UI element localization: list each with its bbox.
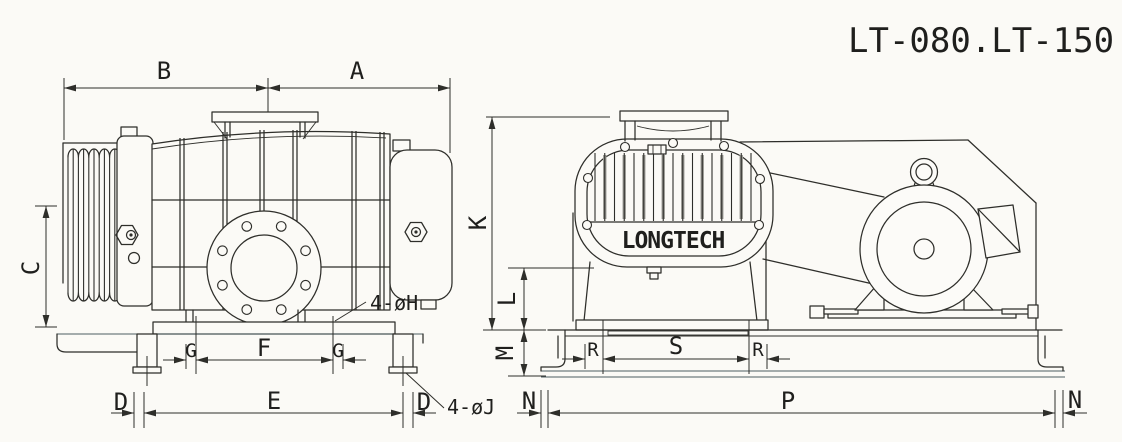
dim-label-g-right: G <box>332 340 343 362</box>
front-dimensions: K L M R S R N <box>464 116 1087 428</box>
dim-label-f: F <box>257 334 271 362</box>
inlet-flange-front <box>619 110 729 142</box>
breather-fitting <box>647 144 667 155</box>
dim-label-c: C <box>17 261 45 275</box>
belt-lines <box>755 169 885 285</box>
dim-label-l: L <box>493 292 521 306</box>
gear-cover <box>115 126 154 307</box>
dim-label-d-right: D <box>417 388 431 416</box>
dim-label-g-left: G <box>185 340 196 362</box>
drain-plug <box>646 266 662 274</box>
dim-label-s: S <box>669 332 683 360</box>
dim-label-p: P <box>781 387 795 415</box>
dim-label-k: K <box>464 215 492 230</box>
brand-nameplate: LONGTECH <box>622 228 725 254</box>
dim-label-d-left: D <box>114 388 128 416</box>
dim-label-n-left: N <box>522 387 536 415</box>
base-frame-front <box>540 329 1065 378</box>
front-view: LONGTECH <box>464 110 1087 428</box>
side-view: B A C G F G 4-øH <box>17 57 495 428</box>
dim-label-n-right: N <box>1068 386 1082 414</box>
guard-flap <box>977 204 1021 259</box>
pulley-grooves <box>67 149 121 301</box>
dim-label-e: E <box>267 387 281 415</box>
side-dimensions: B A C G F G 4-øH <box>17 57 495 428</box>
model-title: LT-080.LT-150 <box>848 21 1114 61</box>
inlet-flange-side <box>211 111 319 140</box>
cooling-fins <box>594 153 752 221</box>
base-frame-side <box>56 333 424 386</box>
casing-rim-bolts <box>581 137 766 231</box>
side-extension-lines <box>62 78 451 284</box>
dim-label-b: B <box>157 57 171 85</box>
blower-casing-front: LONGTECH <box>574 137 774 280</box>
belt-pulley <box>67 148 121 302</box>
motor <box>859 157 989 314</box>
flange-bolt-holes <box>217 221 311 315</box>
label-anchor-bolt-holes: 4-øJ <box>447 395 495 419</box>
discharge-flange <box>206 210 322 326</box>
dim-label-r-right: R <box>752 339 764 361</box>
end-cover <box>389 139 453 310</box>
dim-label-r-left: R <box>587 339 599 361</box>
dim-label-m: M <box>491 346 519 360</box>
dim-label-a: A <box>350 57 365 85</box>
label-base-bolt-holes: 4-øH <box>370 291 418 315</box>
